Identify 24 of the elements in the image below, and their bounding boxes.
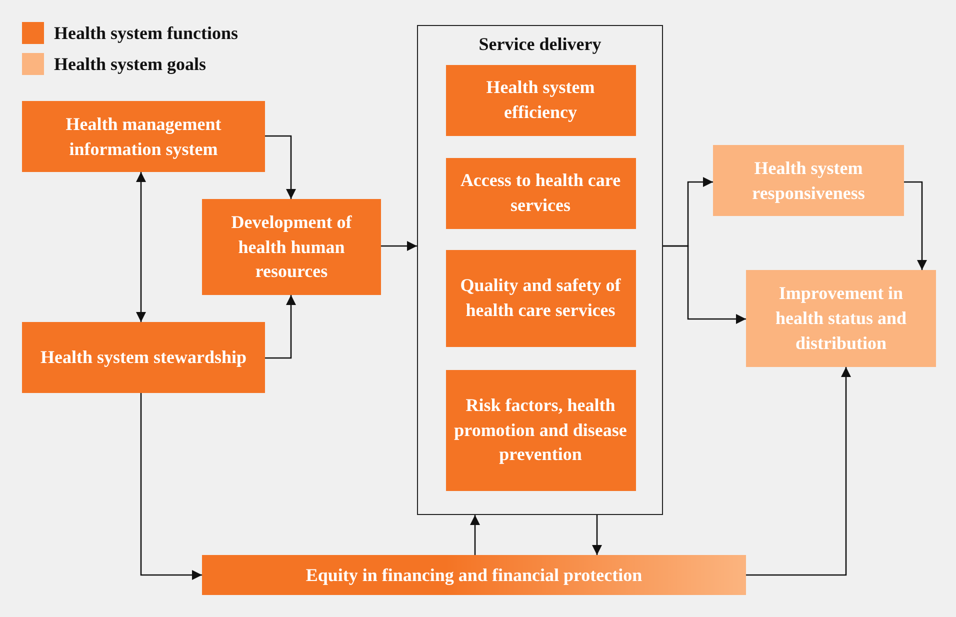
group-frame: [417, 25, 663, 515]
function-box: Health system efficiency: [446, 64, 636, 136]
arrow: [265, 295, 296, 359]
function-box: Equity in financing and financial protection: [202, 555, 746, 595]
legend-text: Health system goals: [54, 54, 206, 74]
function-box: Health system stewardship: [22, 322, 265, 393]
arrow: [381, 241, 417, 251]
function-box: Risk factors, health promotion and disease prevention: [446, 370, 636, 490]
arrow: [470, 515, 480, 555]
function-box: Health management information system: [22, 101, 265, 172]
function-box: Quality and safety of health care services: [446, 250, 636, 346]
goal-box: Improvement in health status and distribution: [746, 270, 936, 367]
function-box: Access to health care services: [446, 158, 636, 228]
arrow: [746, 367, 851, 576]
arrow: [136, 172, 146, 322]
arrow: [265, 135, 296, 199]
arrow: [663, 245, 746, 324]
function-box: Development of health human resources: [202, 199, 381, 295]
goal-box: Health system responsiveness: [713, 145, 904, 216]
arrow: [592, 515, 602, 555]
legend-text: Health system functions: [54, 22, 238, 44]
group-heading: Service delivery: [478, 34, 602, 55]
arrow: [140, 393, 202, 580]
arrow: [904, 181, 927, 270]
